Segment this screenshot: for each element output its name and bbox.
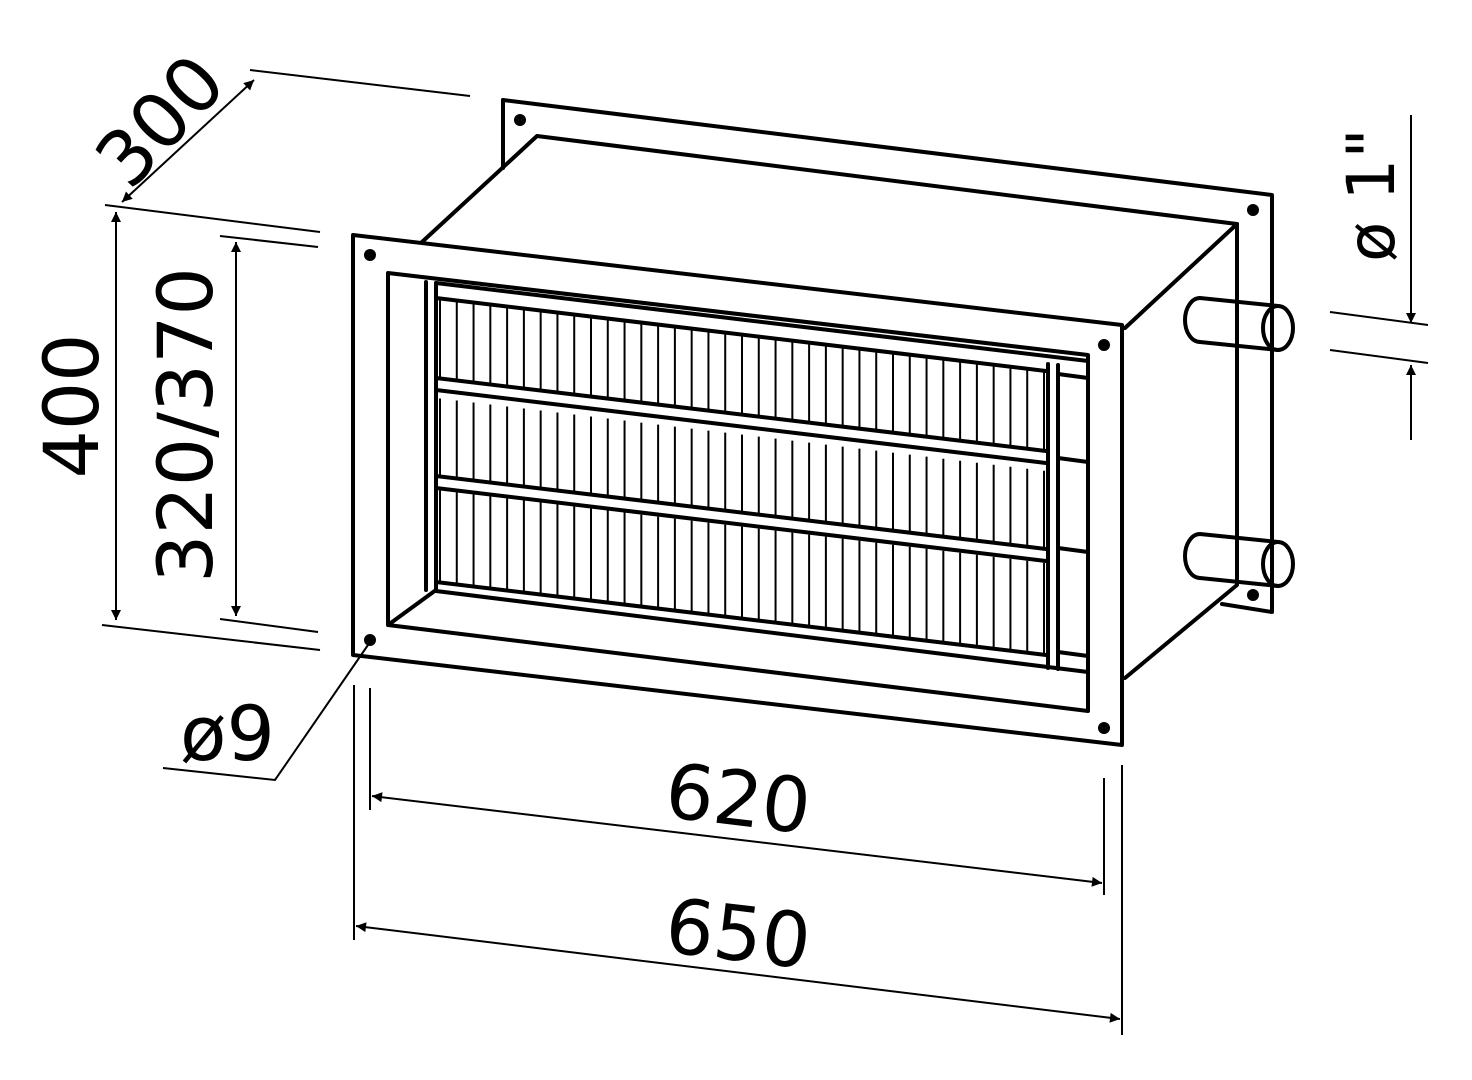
front-flange [351,233,1124,747]
back-flange-hole [1247,204,1259,216]
coil-block [424,280,1090,674]
label-width-inner: 620 [661,746,816,852]
dim-pipe: ø 1" [1329,115,1429,440]
dim-hole: ø9 [162,644,369,782]
front-flange-hole [1098,339,1110,351]
dim-height-inner: 320/370 [141,235,319,633]
dim-height-outer: 400 [27,212,321,651]
dim-depth: 300 [78,37,471,233]
back-flange-hole [514,114,526,126]
coil-fins [439,298,1045,655]
label-depth: 300 [78,37,242,204]
coil-frame-edge [434,580,1050,658]
coil-frame-edge [434,296,1050,374]
pipe-upper [1183,296,1295,352]
front-flange-hole [1098,722,1110,734]
label-hole-diameter: ø9 [180,689,275,778]
coil-tube-row [434,376,1050,454]
front-flange-hole [364,634,376,646]
coil-tube-rows [434,296,1050,658]
front-flange-hole [364,249,376,261]
coil-tube-row [434,486,1050,564]
coil-tube-row [434,474,1050,552]
label-width-outer: 650 [661,881,816,987]
label-height-inner: 320/370 [141,267,230,583]
dim-width-outer: 650 [353,685,1123,1035]
coil-tube-row [434,388,1050,466]
back-flange-hole [1247,589,1259,601]
dim-width-inner: 620 [369,688,1105,895]
pipe-connections [1183,296,1295,588]
pipe-lower [1183,532,1295,588]
label-pipe-diameter: ø 1" [1333,128,1410,262]
back-flange [501,98,1274,614]
label-height-outer: 400 [27,333,116,478]
